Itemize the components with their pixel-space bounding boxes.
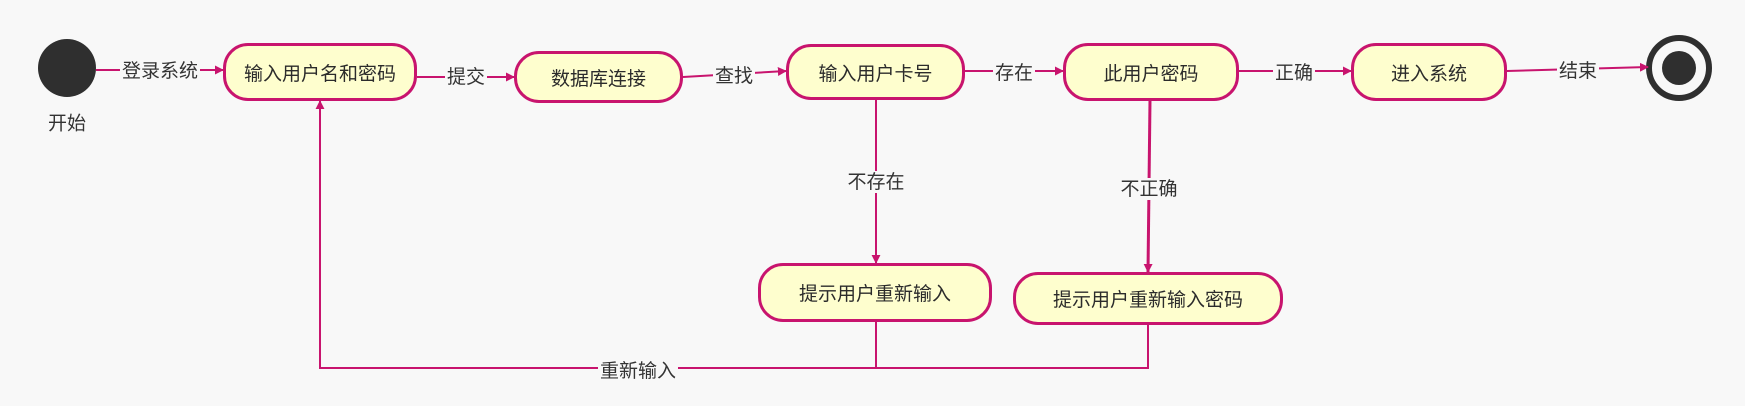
edge-label-login: 登录系统: [119, 60, 201, 82]
edge-label-not-exists: 不存在: [845, 171, 907, 193]
edge-label-reinput: 重新输入: [597, 360, 679, 382]
node-input-username-password: 输入用户名和密码: [223, 43, 417, 101]
node-prompt-reinput-password: 提示用户重新输入密码: [1013, 272, 1283, 325]
edge-reinput: [875, 322, 1149, 369]
edge-label-end: 结束: [1556, 60, 1600, 82]
edge-label-exists: 存在: [992, 62, 1036, 84]
node-database-connect: 数据库连接: [514, 51, 683, 103]
start-label: 开始: [47, 112, 87, 135]
node-prompt-reinput: 提示用户重新输入: [758, 263, 992, 322]
edge-label-incorrect: 不正确: [1118, 178, 1180, 200]
edge-label-search: 查找: [712, 65, 756, 87]
end-node: [1646, 35, 1712, 101]
node-enter-system: 进入系统: [1351, 43, 1507, 101]
node-input-card-number: 输入用户卡号: [786, 44, 965, 100]
edge-reinput-return: [315, 100, 876, 369]
edge-label-correct: 正确: [1272, 62, 1316, 84]
node-user-password: 此用户密码: [1063, 43, 1239, 101]
start-node: [38, 39, 96, 97]
edge-label-submit: 提交: [444, 66, 488, 88]
